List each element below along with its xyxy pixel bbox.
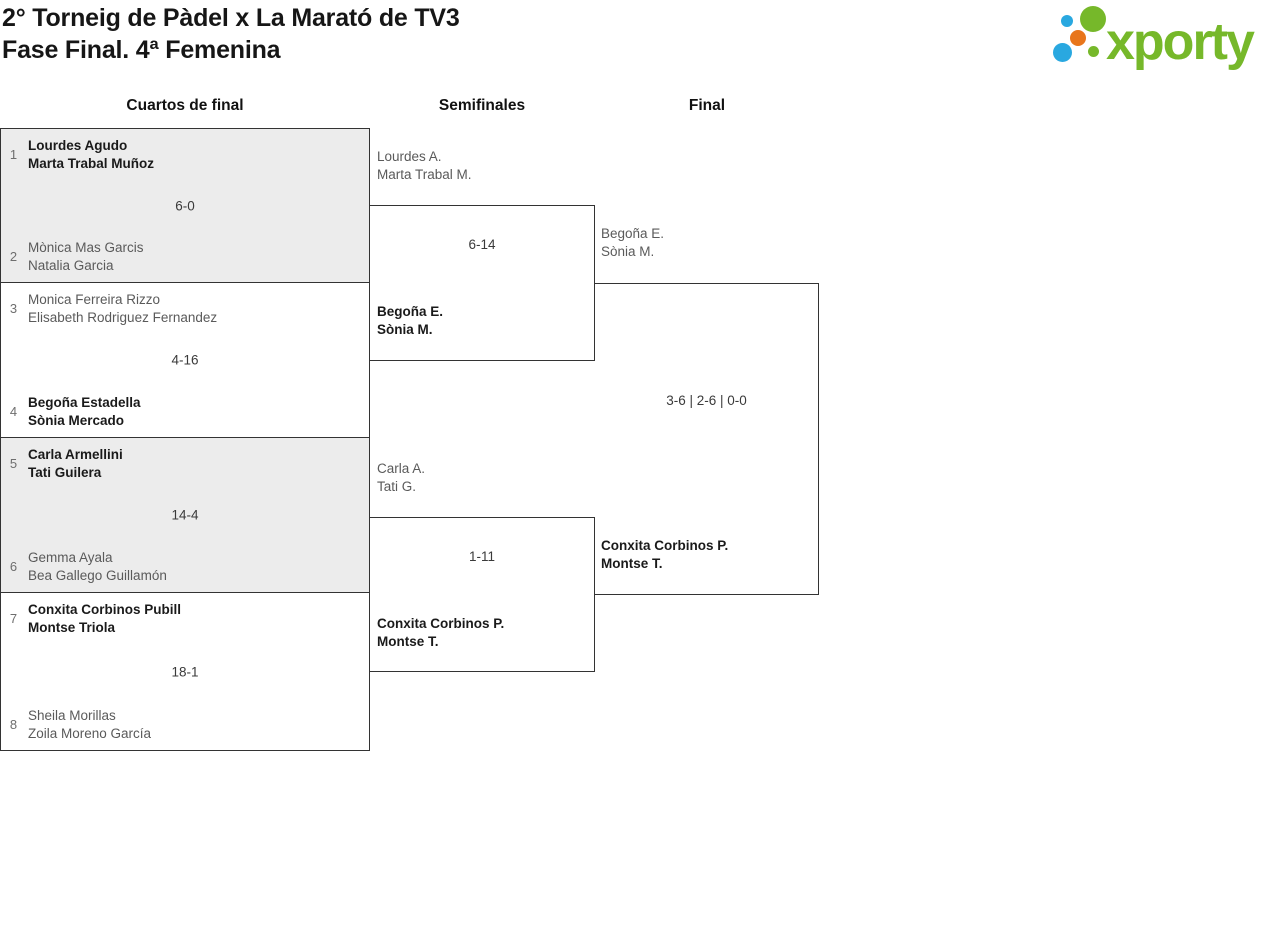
- seed-number: 6: [9, 559, 18, 574]
- team-names: Begoña E. Sònia M.: [377, 304, 444, 337]
- team-row: 8 Sheila Morillas Zoila Moreno García: [6, 707, 364, 742]
- phase-category: Fase Final. 4ª Femenina: [2, 36, 281, 64]
- seed-number: 4: [9, 404, 18, 419]
- team-names: Carla Armellini Tati Guilera: [28, 447, 123, 480]
- team-names: Conxita Corbinos P. Montse T.: [601, 538, 729, 571]
- round-header-semifinals: Semifinales: [438, 97, 526, 114]
- match-quarterfinal-3: 5 Carla Armellini Tati Guilera 14-4 6 Ge…: [0, 437, 370, 593]
- logo-dot-orange-icon: [1070, 30, 1086, 46]
- team-names: Monica Ferreira Rizzo Elisabeth Rodrigue…: [28, 292, 218, 325]
- match-final-box: [594, 283, 819, 595]
- tournament-name: 2° Torneig de Pàdel x La Marató de TV3: [2, 4, 460, 32]
- match-score: 18-1: [171, 664, 199, 679]
- seed-number: 3: [9, 301, 18, 316]
- team-names: Carla A. Tati G.: [377, 461, 426, 494]
- team-names: Begoña E. Sònia M.: [601, 226, 665, 259]
- match-quarterfinal-2: 3 Monica Ferreira Rizzo Elisabeth Rodrig…: [0, 282, 370, 438]
- match-score: 1-11: [468, 549, 496, 564]
- logo-wordmark: xporty: [1106, 13, 1255, 71]
- team-names: Mònica Mas Garcis Natalia Garcia: [28, 240, 144, 273]
- team-names: Conxita Corbinos Pubill Montse Triola: [28, 602, 182, 635]
- seed-number: 8: [9, 717, 18, 732]
- team-names: Lourdes Agudo Marta Trabal Muñoz: [28, 138, 155, 171]
- page-title: 2° Torneig de Pàdel x La Marató de TV3 F…: [2, 2, 460, 66]
- logo-dot-blue-large-icon: [1053, 43, 1072, 62]
- logo-dot-blue-small-icon: [1061, 15, 1073, 27]
- seed-number: 5: [9, 456, 18, 471]
- match-quarterfinal-1: 1 Lourdes Agudo Marta Trabal Muñoz 6-0 2…: [0, 128, 370, 283]
- logo-dot-green-large-icon: [1080, 6, 1106, 32]
- team-names: Sheila Morillas Zoila Moreno García: [28, 708, 152, 741]
- match-score: 6-0: [175, 198, 195, 213]
- match-score: 6-14: [468, 237, 496, 252]
- seed-number: 2: [9, 249, 18, 264]
- team-names: Gemma Ayala Bea Gallego Guillamón: [28, 550, 167, 583]
- logo-dot-green-small-icon: [1088, 46, 1099, 57]
- match-score: 4-16: [171, 352, 199, 368]
- team-row: 4 Begoña Estadella Sònia Mercado: [6, 394, 364, 429]
- round-header-final: Final: [688, 97, 726, 114]
- seed-number: 7: [9, 611, 18, 626]
- team-row: 1 Lourdes Agudo Marta Trabal Muñoz: [6, 137, 364, 172]
- xporty-logo[interactable]: xporty: [1048, 4, 1278, 80]
- seed-number: 1: [9, 147, 18, 162]
- match-score: 14-4: [171, 507, 199, 523]
- team-names: Lourdes A. Marta Trabal M.: [377, 149, 472, 182]
- team-row: 6 Gemma Ayala Bea Gallego Guillamón: [6, 549, 364, 584]
- team-row: 7 Conxita Corbinos Pubill Montse Triola: [6, 601, 364, 636]
- match-score: 3-6 | 2-6 | 0-0: [666, 393, 747, 408]
- team-row: 2 Mònica Mas Garcis Natalia Garcia: [6, 239, 364, 274]
- team-names: Begoña Estadella Sònia Mercado: [28, 395, 141, 428]
- team-row: 5 Carla Armellini Tati Guilera: [6, 446, 364, 481]
- round-header-quarterfinals: Cuartos de final: [126, 97, 244, 114]
- team-names: Conxita Corbinos P. Montse T.: [377, 616, 505, 649]
- team-row: 3 Monica Ferreira Rizzo Elisabeth Rodrig…: [6, 291, 364, 326]
- match-quarterfinal-4: 7 Conxita Corbinos Pubill Montse Triola …: [0, 592, 370, 751]
